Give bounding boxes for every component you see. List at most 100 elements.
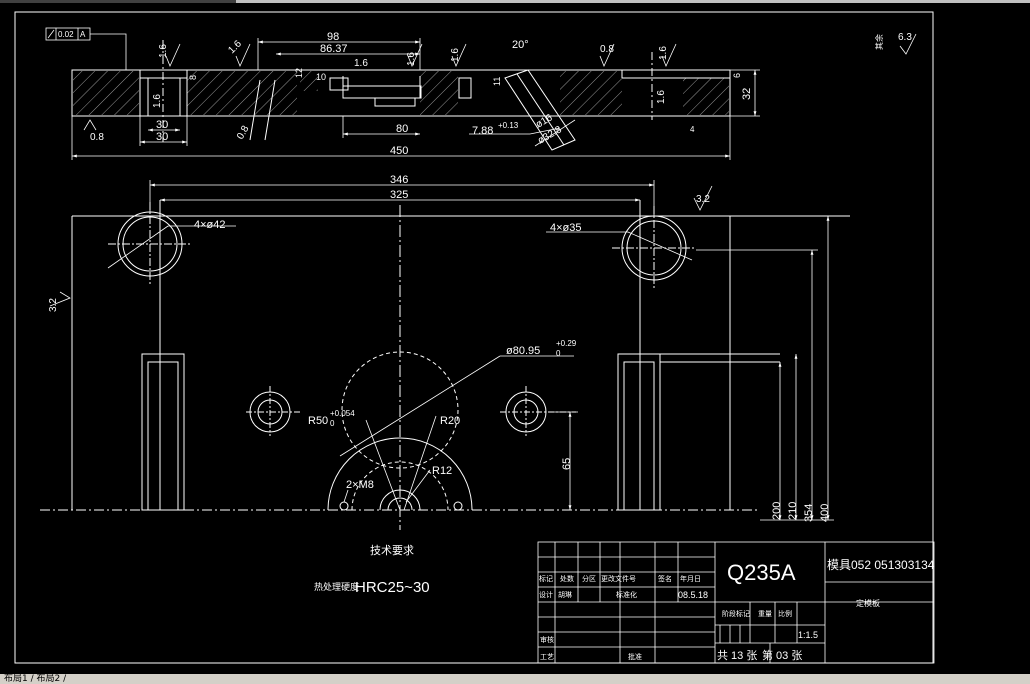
roughness-plan-left: 3.2 [48, 298, 59, 312]
tb-part-name: 定模板 [856, 598, 880, 608]
tolerance-frame: 0.02 A [45, 27, 127, 70]
roughness-8: 1.6 [656, 90, 667, 104]
tb-sheet-no: 第 03 张 [762, 648, 802, 662]
tb-craft-label: 工艺 [540, 653, 554, 661]
holes-left-label: 4×ø42 [194, 219, 226, 231]
tb-date: 08.5.18 [678, 590, 708, 600]
section-hatch-left [73, 71, 139, 115]
roughness-3: 1.6 [354, 58, 368, 69]
dim-30-lower: 30 [156, 131, 168, 143]
tb-review-label: 审核 [540, 635, 554, 644]
dim-86-37: 86.37 [320, 43, 348, 55]
holes-right-label: 4×ø35 [550, 222, 582, 234]
center-hole-tol-lower: 0 [556, 349, 561, 358]
bottom-arc-r20 [379, 489, 421, 511]
dim-20-deg: 20° [512, 39, 529, 51]
tb-drawing-no: 模具052 051303134 [827, 558, 935, 572]
tb-header-2: 处数 [560, 574, 574, 583]
dim-80: 80 [396, 123, 408, 135]
r50-label: R50 [308, 415, 328, 427]
bottom-arc-large [327, 437, 473, 511]
section-hatch-a [187, 71, 297, 115]
roughness-6: 1.6 [658, 46, 669, 60]
dim-10: 10 [316, 72, 326, 82]
roughness-4: 1.6 [406, 52, 417, 66]
dim-4: 4 [690, 125, 695, 134]
section-pocket [342, 85, 422, 99]
roughness-symbols [49, 33, 917, 307]
dim-11: 11 [492, 77, 502, 86]
section-view [71, 40, 731, 151]
tb-scale-label: 比例 [778, 609, 792, 618]
section-dimensions [71, 38, 760, 160]
section-plate-outline [71, 69, 731, 117]
tb-design-label: 设计 [539, 590, 553, 599]
window-top-strip [0, 0, 1030, 3]
tb-header-1: 标记 [539, 574, 553, 583]
dim-200: 200 [771, 502, 783, 520]
section-hatch-d [300, 71, 318, 91]
plan-dimensions [107, 180, 834, 521]
dim-30-upper: 30 [156, 119, 168, 131]
roughness-7: 1.6 [152, 94, 163, 108]
drawing-border [14, 11, 934, 664]
dim-325: 325 [390, 189, 408, 201]
layout-tabs-bar[interactable]: 布局1 / 布局2 / [0, 674, 1030, 684]
corner-roughness-label: 其余 [874, 34, 884, 50]
tolerance-datum: A [80, 30, 86, 39]
dim-65: 65 [561, 458, 573, 470]
section-hatch-b [420, 71, 458, 115]
roughness-5: 1.6 [450, 48, 461, 62]
dim-346: 346 [390, 174, 408, 186]
dim-8: 8 [188, 75, 198, 80]
tech-req-item-label: 热处理硬度 [314, 581, 359, 592]
tech-req-item-value: HRC25~30 [355, 579, 430, 596]
window-top-strip-dark [0, 0, 236, 3]
tb-standard-label: 标准化 [616, 590, 637, 599]
roughness-2: 1.6 [226, 38, 244, 56]
r20-label: R20 [440, 415, 460, 427]
center-hole-label: ø80.95 [506, 345, 540, 357]
tb-header-5: 签名 [658, 574, 672, 583]
r50-tol-lower: 0 [330, 419, 335, 428]
bottom-arc-r50 [351, 461, 449, 511]
center-hole-tol-upper: +0.29 [556, 339, 577, 348]
title-block [537, 541, 935, 664]
roughness-plan-right: 3.2 [696, 194, 710, 205]
dim-32: 32 [741, 88, 753, 100]
dim-6: 6 [732, 73, 742, 78]
tb-header-4: 更改文件号 [601, 574, 636, 583]
dim-400: 400 [819, 504, 831, 522]
dim-12: 12 [294, 68, 304, 78]
dim-788: 7.88 [472, 125, 493, 137]
tb-designer: 胡琳 [558, 590, 572, 599]
plan-view [40, 200, 850, 530]
tech-req-title: 技术要求 [370, 544, 414, 557]
tb-stage-label: 阶段标记 [722, 609, 750, 618]
m8-label: 2×M8 [346, 479, 374, 491]
layout-tabs[interactable]: 布局1 / 布局2 / [4, 674, 67, 684]
dim-354: 354 [803, 504, 815, 522]
corner-roughness-value: 6.3 [898, 32, 912, 43]
roughness-10: 0.8 [90, 132, 104, 143]
roughness-9: 0.8 [600, 44, 614, 55]
r12-label: R12 [432, 465, 452, 477]
dim-450: 450 [390, 145, 408, 157]
tb-scale: 1:1.5 [798, 630, 818, 640]
dim-98: 98 [327, 31, 339, 43]
tb-material: Q235A [727, 560, 796, 585]
sprue-circle-dashed [341, 351, 459, 469]
section-hatch-right [683, 78, 729, 115]
dim-788-tol: +0.13 [498, 121, 519, 130]
r50-tol-upper: +0.054 [330, 409, 355, 418]
section-hatch-c [560, 71, 622, 115]
dim-210: 210 [787, 502, 799, 520]
roughness-11: 0.8 [235, 124, 252, 142]
tolerance-value: 0.02 [58, 30, 74, 39]
tb-header-3: 分区 [582, 574, 596, 583]
tb-sheets-total: 共 13 张 [717, 649, 757, 662]
tb-approve-label: 批准 [628, 652, 642, 661]
tb-weight-label: 重量 [758, 610, 772, 618]
section-angled-hole [504, 69, 576, 151]
